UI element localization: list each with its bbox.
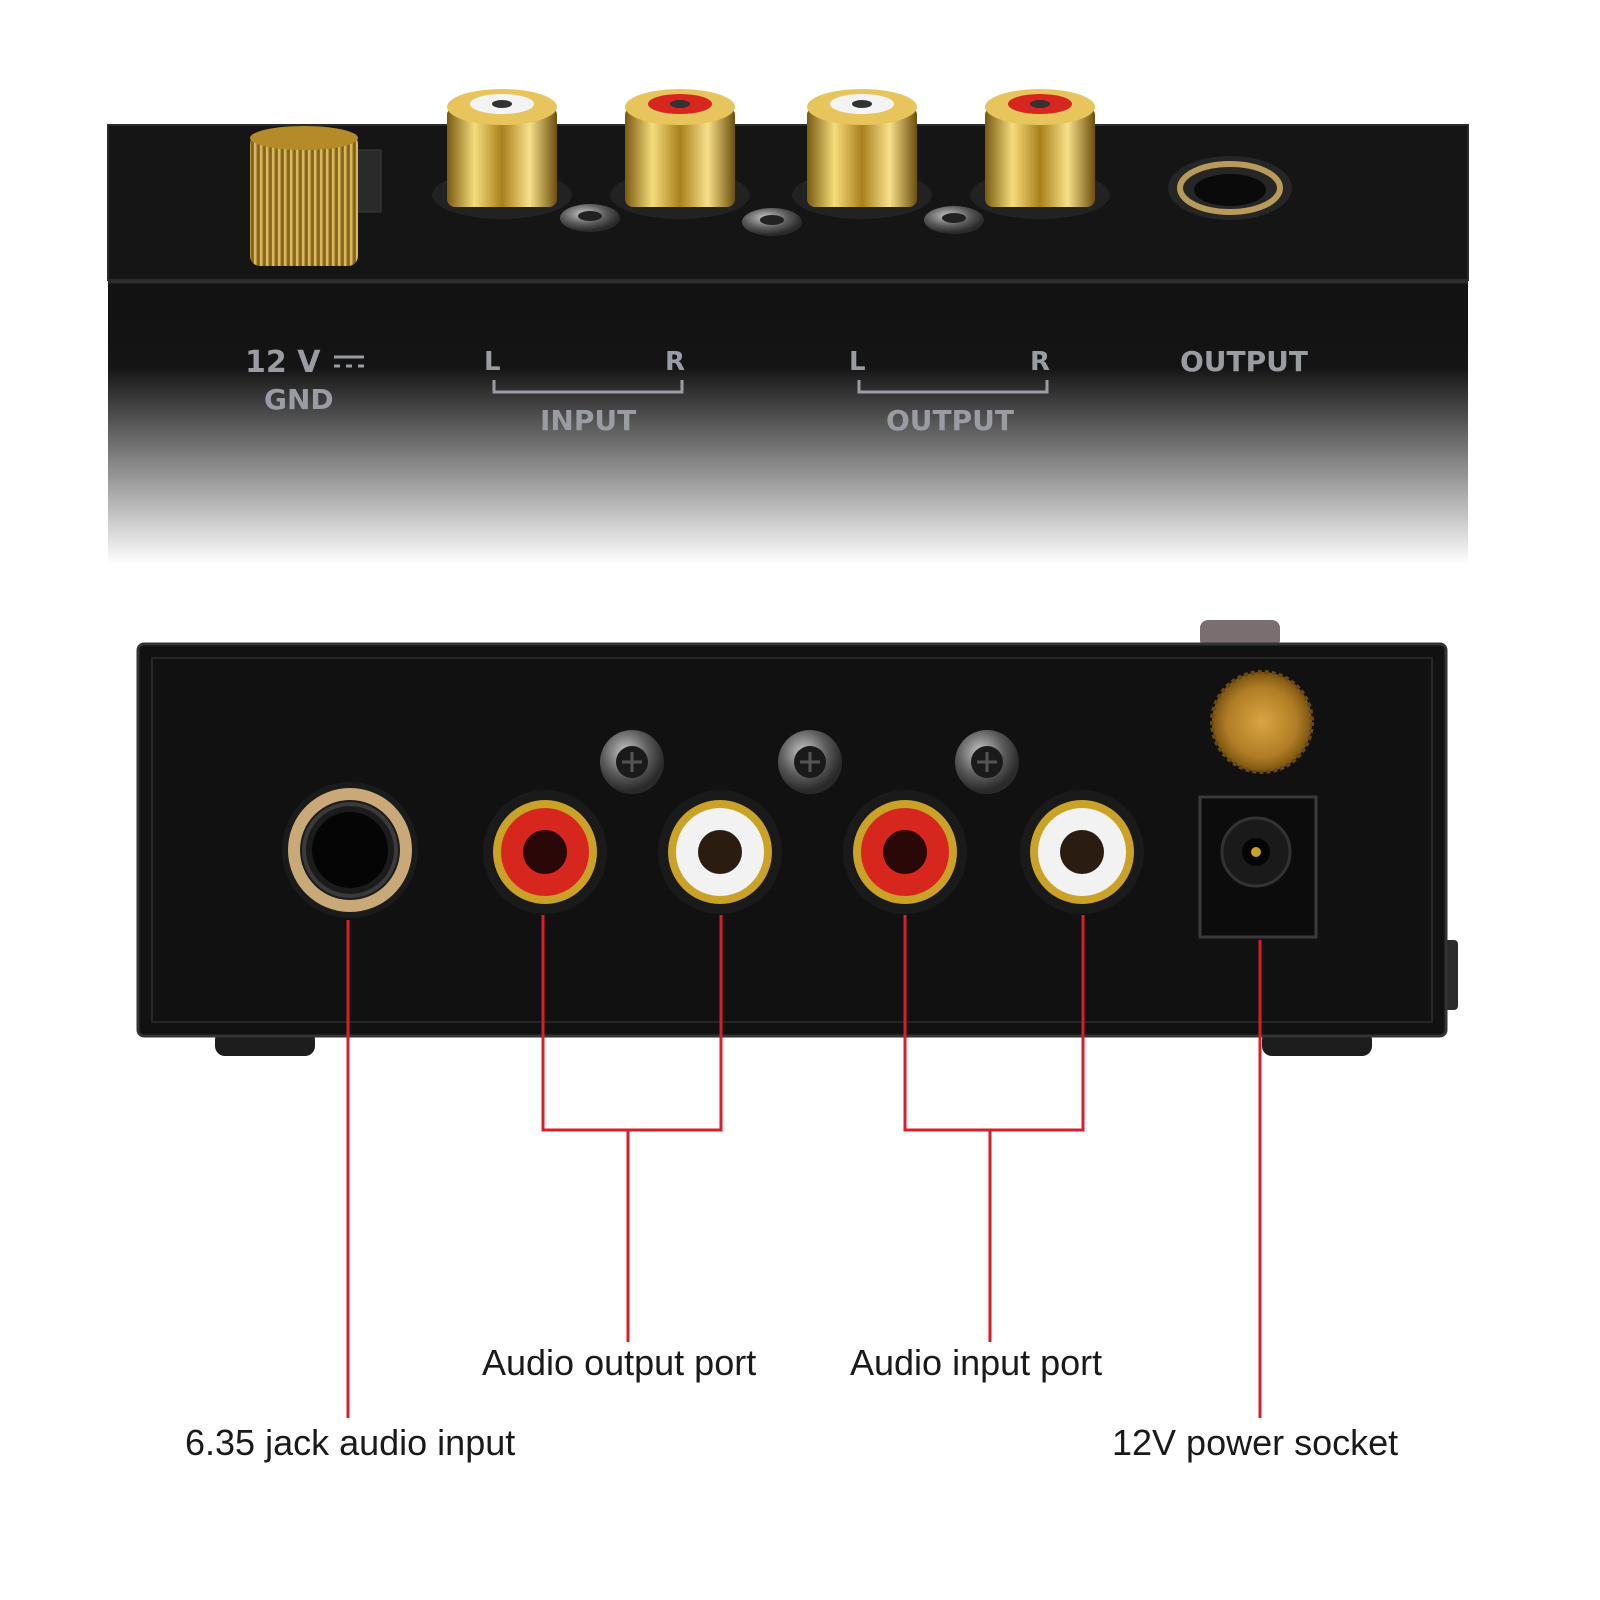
top-screw-1	[560, 204, 620, 232]
gnd-knob[interactable]	[1210, 670, 1314, 774]
leader-audio-output	[541, 915, 723, 1342]
jack-audio-input[interactable]	[282, 782, 418, 918]
top-rca-output-right[interactable]	[970, 89, 1110, 219]
leader-audio-input	[903, 915, 1085, 1342]
jack-output-label: OUTPUT	[1180, 345, 1308, 378]
power-gnd-label: GND	[264, 383, 334, 416]
input-bracket	[492, 380, 684, 394]
callout-audio-input: Audio input port	[850, 1342, 1103, 1383]
input-l-label: L	[484, 347, 501, 377]
bottom-chassis	[136, 642, 1448, 1038]
rca-input-white[interactable]	[1020, 790, 1144, 914]
input-label: INPUT	[540, 404, 636, 437]
dc-symbol-icon	[334, 355, 364, 368]
gnd-terminal-knob[interactable]	[250, 126, 358, 266]
top-rca-output-left[interactable]	[792, 89, 932, 219]
panel-screw-2	[778, 730, 842, 794]
dc-power-socket[interactable]	[1198, 795, 1318, 939]
input-r-label: R	[665, 347, 685, 377]
rca-output-red[interactable]	[483, 790, 607, 914]
top-screw-2	[742, 208, 802, 236]
bottom-device-view	[136, 620, 1458, 1056]
rca-input-red[interactable]	[843, 790, 967, 914]
output-label: OUTPUT	[886, 404, 1014, 437]
callout-jack-input: 6.35 jack audio input	[185, 1422, 516, 1463]
top-screw-3	[924, 206, 984, 234]
panel-screw-3	[955, 730, 1019, 794]
panel-screw-1	[600, 730, 664, 794]
rear-cap	[1200, 620, 1280, 648]
power-voltage-label: 12 V	[245, 345, 321, 380]
top-device-view: 12 V GND L R INPUT L R OUTPUT OUTPUT	[107, 89, 1469, 565]
top-rca-input-right[interactable]	[610, 89, 750, 219]
output-bracket	[857, 380, 1049, 394]
callout-lines	[346, 915, 1262, 1418]
rca-output-white[interactable]	[658, 790, 782, 914]
top-output-jack[interactable]	[1168, 156, 1292, 220]
output-l-label: L	[849, 347, 866, 377]
power-switch-slot	[354, 149, 382, 213]
output-r-label: R	[1030, 347, 1050, 377]
callout-power-socket: 12V power socket	[1112, 1422, 1399, 1463]
top-rca-input-left[interactable]	[432, 89, 572, 219]
callout-audio-output: Audio output port	[482, 1342, 757, 1383]
